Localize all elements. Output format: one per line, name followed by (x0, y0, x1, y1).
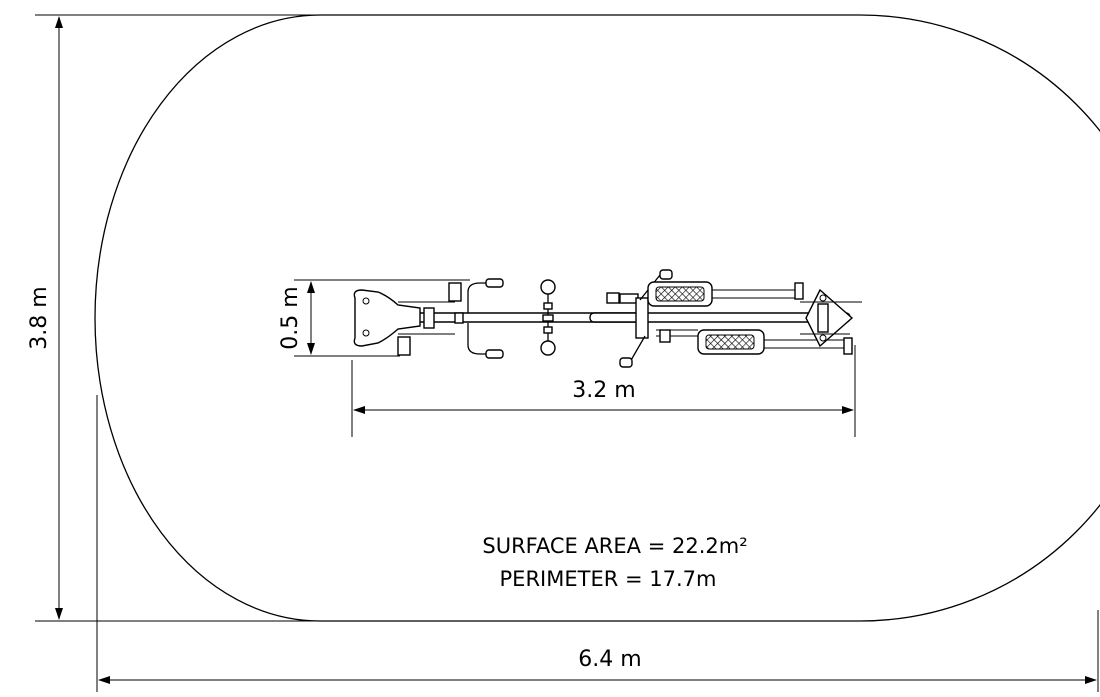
equipment-width-label: 0.5 m (278, 286, 303, 349)
surface-area-label: SURFACE AREA = 22.2m² (482, 534, 747, 558)
equipment-length-label: 3.2 m (572, 378, 635, 403)
height-dimension-label: 3.8 m (27, 286, 52, 349)
safety-surface-outline (94, 14, 1100, 622)
fitness-equipment-plan (353, 269, 862, 368)
perimeter-label: PERIMETER = 17.7m (500, 567, 717, 591)
width-dimension-label: 6.4 m (578, 647, 641, 672)
